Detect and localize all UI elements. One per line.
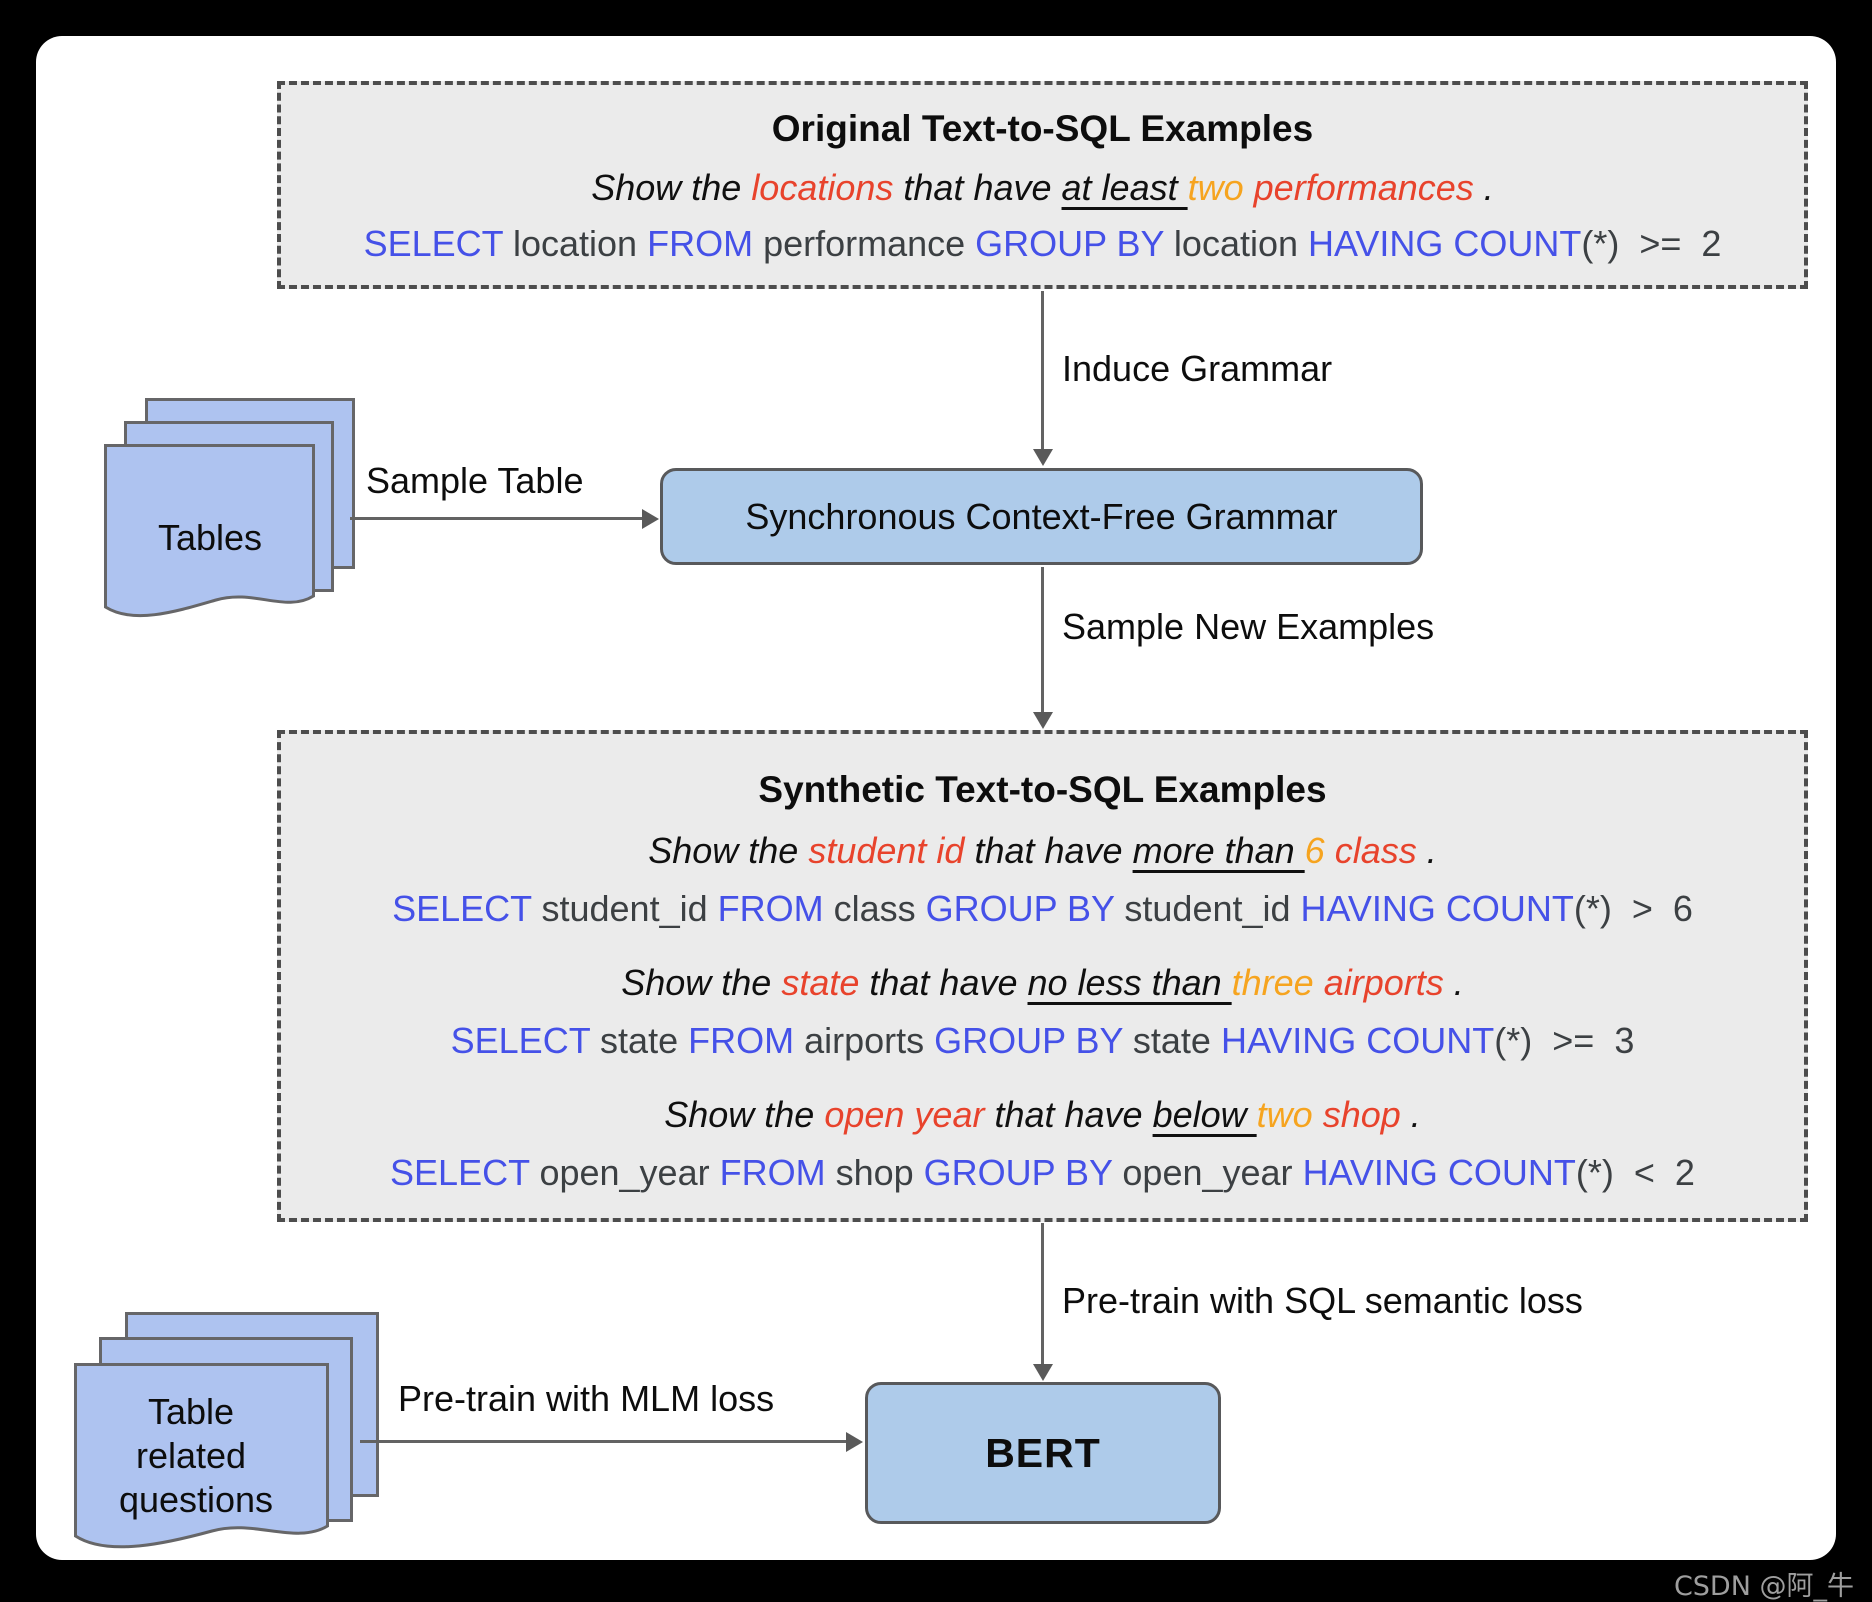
doc-page-front	[104, 444, 315, 618]
arrow-sample-new-examples	[1041, 567, 1044, 714]
arrow-pretrain-sql	[1041, 1223, 1044, 1366]
original-question: Show the locations that have at least tw…	[591, 167, 1494, 208]
induce-grammar-label: Induce Grammar	[1062, 348, 1333, 389]
scfg-node-label: Synchronous Context-Free Grammar	[745, 495, 1338, 537]
pretrain-sql-label: Pre-train with SQL semantic loss	[1062, 1280, 1583, 1321]
sample-table-label: Sample Table	[366, 460, 584, 501]
original-box-title: Original Text-to-SQL Examples	[771, 108, 1314, 149]
synthetic-question-1: Show the student id that have more than …	[648, 830, 1437, 871]
synthetic-question-3: Show the open year that have below two s…	[664, 1094, 1421, 1135]
synthetic-question-2: Show the state that have no less than th…	[621, 962, 1464, 1003]
synthetic-box-title: Synthetic Text-to-SQL Examples	[758, 769, 1327, 810]
synthetic-sql-3: SELECT open_year FROM shop GROUP BY open…	[390, 1152, 1695, 1193]
synthetic-sql-2: SELECT state FROM airports GROUP BY stat…	[450, 1020, 1635, 1061]
watermark: CSDN @阿_牛	[1673, 1571, 1854, 1602]
original-sql: SELECT location FROM performance GROUP B…	[363, 223, 1722, 264]
arrow-pretrain-mlm	[360, 1440, 848, 1443]
arrow-sample-table	[350, 517, 644, 520]
synthetic-examples-box: Synthetic Text-to-SQL Examples Show the …	[277, 730, 1808, 1222]
bert-node: BERT	[865, 1382, 1221, 1524]
questions-doc-icon: Table related questions	[74, 1312, 379, 1549]
arrow-induce-grammar	[1041, 291, 1044, 451]
bert-node-label: BERT	[985, 1429, 1101, 1476]
synthetic-sql-1: SELECT student_id FROM class GROUP BY st…	[392, 888, 1693, 929]
doc-page-front	[74, 1363, 329, 1549]
pretrain-mlm-label: Pre-train with MLM loss	[398, 1378, 775, 1419]
original-examples-box: Original Text-to-SQL Examples Show the l…	[277, 81, 1808, 289]
sample-new-examples-label: Sample New Examples	[1062, 606, 1435, 647]
scfg-node: Synchronous Context-Free Grammar	[660, 468, 1423, 565]
questions-doc-label: Table related questions	[119, 1391, 273, 1520]
tables-doc-label: Tables	[158, 517, 262, 558]
tables-doc-icon: Tables	[104, 398, 355, 618]
